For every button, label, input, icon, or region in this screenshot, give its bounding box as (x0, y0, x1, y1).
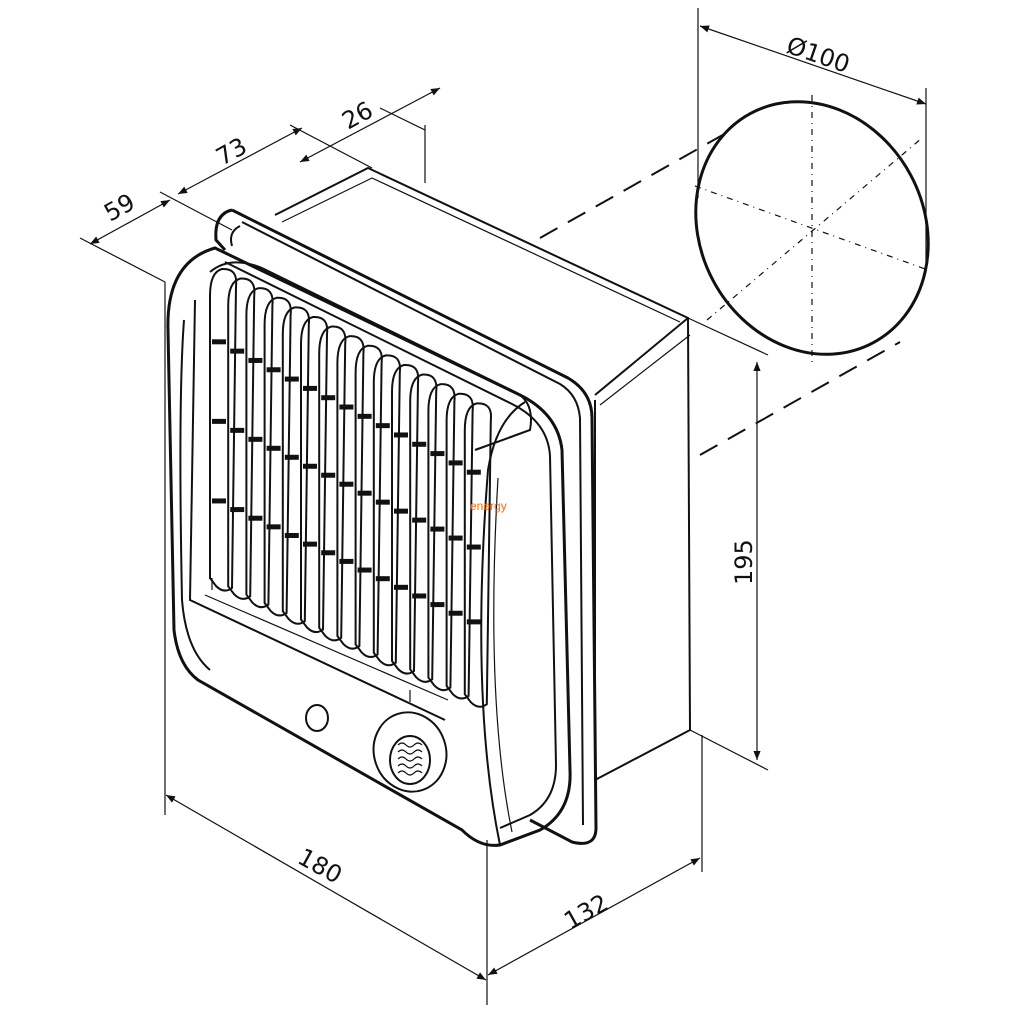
grille-rib (284, 532, 299, 538)
dimension-height: 195 (687, 317, 769, 771)
grille-rib (448, 460, 463, 466)
grille-rib (303, 463, 317, 469)
dimension-180-label: 180 (293, 843, 347, 890)
grille-rib (230, 427, 245, 433)
grille-louvre (336, 335, 365, 650)
grille-rib (448, 610, 463, 616)
grille-louvre (300, 315, 329, 634)
grille-rib (303, 385, 317, 391)
grille-louvre (463, 402, 493, 708)
grille-rib (375, 499, 390, 505)
grille-rib (339, 558, 354, 564)
grille-rib (212, 418, 226, 424)
dimension-73-label: 73 (211, 132, 251, 171)
grille-rib (412, 441, 427, 447)
grille-rib (266, 445, 281, 451)
grille-rib (284, 376, 299, 382)
grille-rib (248, 436, 263, 442)
grille-louvre (372, 354, 402, 667)
grille-rib (394, 584, 408, 590)
grille-louvres (209, 267, 493, 708)
grille-rib (321, 472, 336, 478)
grille-louvre (445, 392, 474, 700)
sensor-housing (372, 711, 448, 793)
grille-louvre (354, 344, 383, 658)
grille-rib (321, 395, 336, 401)
grille-rib (266, 524, 281, 530)
grille-rib (284, 454, 299, 460)
grille-louvre (227, 277, 256, 600)
grille-rib (466, 544, 481, 550)
grille-rib (357, 567, 372, 573)
indicator-light (305, 704, 329, 732)
grille-rib (266, 367, 281, 373)
grille-rib (339, 481, 354, 487)
grille-rib (303, 541, 317, 547)
grille-rib (448, 535, 463, 541)
dimension-59-label: 59 (99, 188, 139, 227)
grille-louvre (281, 306, 311, 625)
dimension-diameter-label: Ø100 (783, 31, 853, 79)
watermark: energy (470, 499, 507, 513)
dimension-diameter: Ø100 (697, 8, 927, 262)
grille-louvre (409, 373, 438, 683)
dimension-26-label: 26 (337, 96, 377, 135)
grille-rib (430, 526, 445, 532)
grille-louvre (318, 325, 347, 642)
grille-louvre (391, 363, 420, 675)
grille-rib (357, 413, 372, 419)
grille-rib (321, 550, 336, 556)
grille-rib (212, 339, 226, 345)
grille-panel (188, 261, 532, 721)
grille-rib (375, 423, 390, 429)
grille-rib (230, 507, 245, 513)
grille-rib (375, 576, 390, 582)
grille-louvre (245, 287, 274, 609)
grille-louvre (209, 267, 238, 592)
grille-rib (466, 619, 481, 625)
sensor-window (389, 735, 431, 785)
grille-rib (357, 490, 372, 496)
mounting-flange (214, 208, 598, 845)
grille-rib (339, 404, 354, 410)
dimension-132-label: 132 (559, 889, 613, 936)
grille-rib (430, 451, 445, 457)
front-controls (305, 704, 448, 793)
grille-rib (394, 432, 408, 438)
grille-louvre (427, 383, 456, 692)
grille-rib (230, 348, 245, 354)
grille-rib (412, 593, 427, 599)
grille-rib (248, 515, 263, 521)
grille-rib (430, 602, 445, 608)
grille-rib (212, 498, 226, 504)
dimension-195-label: 195 (730, 539, 758, 585)
grille-louvre (263, 296, 292, 617)
spigot-outline (539, 95, 930, 456)
grille-rib (466, 469, 481, 475)
grille-rib (248, 357, 263, 363)
grille-rib (412, 517, 427, 523)
grille-rib (394, 508, 408, 514)
